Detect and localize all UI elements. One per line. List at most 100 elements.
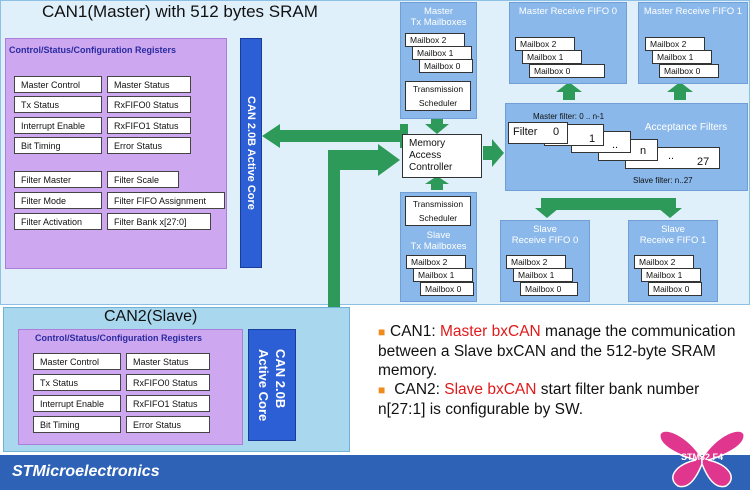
slave-fifo0-title-2: Receive FIFO 0 [511, 235, 579, 246]
bullet-2: ■ CAN2: Slave bxCAN start filter bank nu… [378, 380, 744, 419]
can2-feed-arrow [272, 144, 400, 387]
can1-csr-title: Control/Status/Configuration Registers [9, 45, 177, 55]
register: Filter Scale [107, 171, 179, 188]
bus-arrows [262, 82, 693, 387]
mailbox: Mailbox 0 [529, 64, 605, 78]
mailbox: Mailbox 0 [419, 59, 473, 73]
mailbox: Mailbox 0 [420, 282, 474, 296]
register: Filter Bank x[27:0] [107, 213, 211, 230]
mailbox: Mailbox 2 [645, 37, 705, 51]
slave-fifo1-title-1: Slave [661, 224, 685, 235]
bullet-list: ■ CAN1: Master bxCAN manage the communica… [378, 322, 744, 419]
mailbox: Mailbox 2 [634, 255, 694, 269]
register: RxFIFO1 Status [107, 117, 191, 134]
register: RxFIFO0 Status [126, 374, 210, 391]
can2-csr-title: Control/Status/Configuration Registers [35, 333, 203, 343]
mac-to-filters-arrow [483, 139, 504, 167]
master-transmission-scheduler: Transmission Scheduler [405, 81, 471, 111]
mailbox: Mailbox 1 [412, 46, 472, 60]
filter-value-1: 1 [589, 133, 596, 145]
mac-line-1: Memory [409, 138, 446, 149]
can1-active-core: CAN 2.0B Active Core [240, 38, 262, 268]
register: Master Status [126, 353, 210, 370]
filter-value-dots-2: .. [668, 150, 675, 162]
register: RxFIFO0 Status [107, 96, 191, 113]
slave-fifo1-title-2: Receive FIFO 1 [639, 235, 707, 246]
mailbox: Mailbox 1 [522, 50, 582, 64]
can1-core-label: CAN 2.0B Active Core [245, 96, 257, 210]
slave-sched-to-mac-arrow [425, 176, 449, 190]
master-tx-title-1: Master [423, 6, 454, 17]
scheduler-line-1: Transmission [412, 83, 464, 94]
mailbox: Mailbox 2 [506, 255, 566, 269]
can2-title: CAN2(Slave) [104, 308, 198, 325]
register: Tx Status [33, 374, 121, 391]
mailbox: Mailbox 2 [406, 255, 466, 269]
register: Error Status [126, 416, 210, 433]
filter-value-n: n [640, 145, 647, 157]
can2-active-core: CAN 2.0B Active Core [248, 329, 296, 441]
mailbox: Mailbox 0 [659, 64, 719, 78]
register: Filter Master [14, 171, 102, 188]
slave-tx-title-1: Slave [426, 230, 451, 241]
register: RxFIFO1 Status [126, 395, 210, 412]
bullet-1-rest: manage the communication between a Slave… [378, 323, 736, 379]
register: Error Status [107, 137, 191, 154]
slave-filter-label: Slave filter: n..27 [633, 176, 693, 185]
mailbox: Mailbox 1 [641, 268, 701, 282]
mailbox: Mailbox 1 [652, 50, 712, 64]
mailbox: Mailbox 1 [413, 268, 473, 282]
master-sched-to-mac-arrow [425, 118, 449, 134]
register: Interrupt Enable [14, 117, 102, 134]
register: Filter Activation [14, 213, 102, 230]
mailbox: Mailbox 0 [520, 282, 578, 296]
can1-title: CAN1(Master) with 512 bytes SRAM [42, 2, 318, 21]
master-filter-label: Master filter: 0 .. n-1 [533, 112, 605, 121]
register: Interrupt Enable [33, 395, 121, 412]
filters-to-master-fifo1-arrow [667, 82, 693, 100]
badge-text: STM32 F4 [681, 452, 723, 462]
register: Bit Timing [33, 416, 121, 433]
footer-bar: STMicroelectronics [0, 455, 750, 490]
mac-line-3: Controller [409, 162, 453, 173]
register: Master Control [33, 353, 121, 370]
mailbox: Mailbox 1 [513, 268, 573, 282]
filter-value-dots-1: .. [612, 139, 619, 151]
bullet-1-prefix: CAN1: [390, 323, 440, 340]
filter-label: Filter [513, 126, 538, 138]
slave-transmission-scheduler: Transmission Scheduler [405, 196, 471, 226]
slave-fifo0-title-1: Slave [533, 224, 557, 235]
mailbox: Mailbox 2 [515, 37, 575, 51]
can2-core-line-1: CAN 2.0B [273, 348, 288, 409]
mac-line-2: Access [409, 150, 442, 161]
bullet-marker-icon: ■ [378, 325, 386, 339]
register: Filter Mode [14, 192, 102, 209]
acceptance-filters-title: Acceptance Filters [644, 122, 728, 133]
footer-brand: STMicroelectronics [12, 463, 160, 480]
memory-access-controller: Memory Access Controller [402, 134, 482, 178]
mailbox: Mailbox 0 [648, 282, 702, 296]
bullet-1-highlight: Master bxCAN [439, 323, 541, 340]
butterfly-logo-icon: STM32 F4 [659, 430, 745, 488]
register: Master Control [14, 76, 102, 93]
can1-core-bidirectional-arrow [262, 124, 408, 148]
register: Tx Status [14, 96, 102, 113]
scheduler-line-2: Scheduler [418, 212, 458, 223]
register: Master Status [107, 76, 191, 93]
master-fifo0-title: Master Receive FIFO 0 [518, 6, 618, 17]
master-fifo1-title: Master Receive FIFO 1 [643, 6, 743, 17]
can2-core-line-2: Active Core [256, 348, 271, 422]
register: Bit Timing [14, 137, 102, 154]
bullet-2-prefix: CAN2: [390, 381, 445, 398]
filter-value-27: 27 [697, 156, 710, 168]
bullet-1: ■ CAN1: Master bxCAN manage the communica… [378, 322, 744, 380]
scheduler-line-1: Transmission [412, 198, 464, 209]
filters-to-master-fifo0-arrow [556, 82, 582, 100]
scheduler-line-2: Scheduler [418, 97, 458, 108]
mailbox: Mailbox 2 [405, 33, 465, 47]
slave-tx-title-2: Tx Mailboxes [410, 241, 467, 252]
master-tx-title-2: Tx Mailboxes [410, 17, 467, 28]
filter-value-0: 0 [553, 126, 560, 138]
bullet-2-rest: start filter bank number n[27:1] is conf… [378, 381, 700, 418]
